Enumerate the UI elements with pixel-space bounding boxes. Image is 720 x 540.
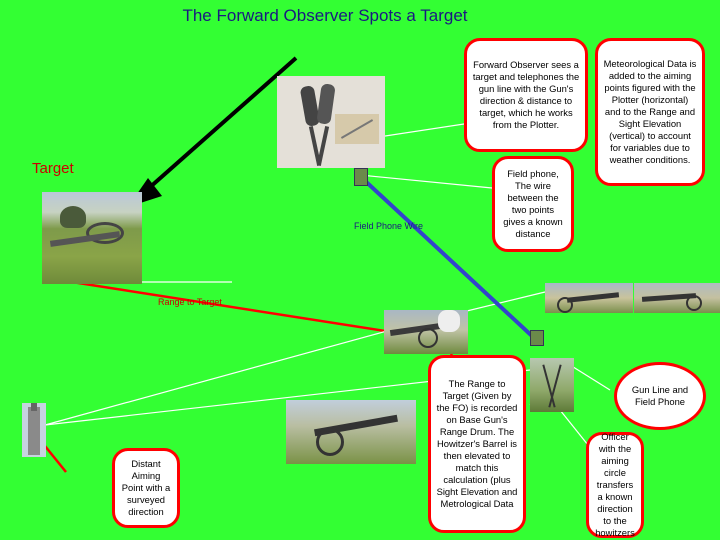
field-phone-icon: [354, 168, 368, 186]
howitzer-photo: [634, 283, 720, 313]
range-to-target-label: Range to Target: [158, 297, 222, 307]
connector-line: [570, 365, 610, 390]
target-label: Target: [32, 160, 74, 177]
field-phone-callout: Field phone, The wire between the two po…: [492, 156, 574, 252]
howitzer-range-drum-photo: [286, 400, 416, 464]
distant-aiming-point-photo: [22, 403, 46, 457]
range-to-target-line: [72, 282, 430, 338]
observation-arrow: [140, 58, 296, 196]
distant-aiming-point-callout: Distant Aiming Point with a surveyed dir…: [112, 448, 180, 528]
gun-line-callout: Gun Line and Field Phone: [614, 362, 706, 430]
range-drum-callout: The Range to Target (Given by the FO) is…: [428, 355, 526, 533]
connector-line: [372, 124, 464, 138]
connector-line: [360, 175, 492, 188]
base-gun-photo: [384, 310, 468, 354]
forward-observer-callout: Forward Observer sees a target and telep…: [464, 38, 588, 152]
gun-line-phone-icon: [530, 330, 544, 346]
field-phone-wire-label: Field Phone Wire: [354, 221, 423, 231]
meteorological-callout: Meteorological Data is added to the aimi…: [595, 38, 705, 186]
howitzer-photo: [545, 283, 633, 313]
connector-line: [560, 410, 588, 445]
target-photo: [42, 192, 142, 284]
aiming-circle-officer-photo: [530, 358, 574, 412]
forward-observer-photo: [277, 76, 385, 168]
officer-aiming-circle-callout: Officer with the aiming circle transfers…: [586, 432, 644, 538]
